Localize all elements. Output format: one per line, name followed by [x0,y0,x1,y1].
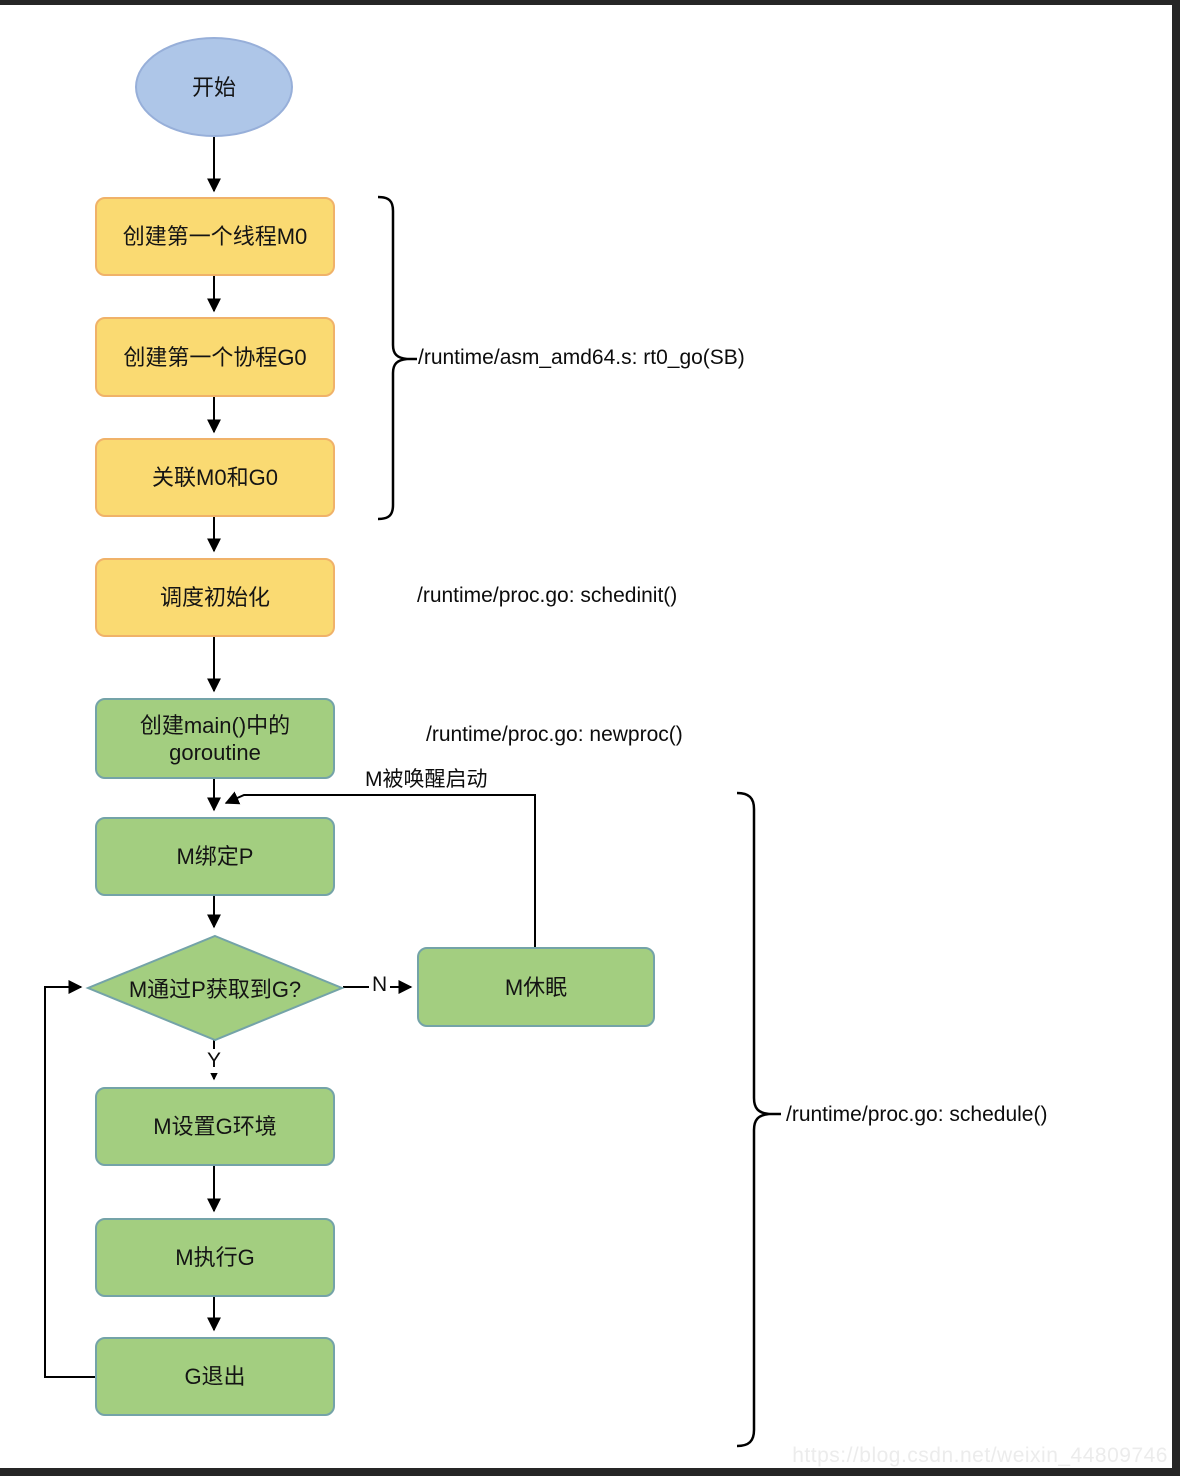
brace-schedule [736,791,770,1448]
arrow-g-exit-loop [44,980,95,1378]
node-set-g-env-label: M设置G环境 [153,1114,277,1139]
node-g-exit-label: G退出 [184,1364,246,1389]
frame-edge-right [1172,0,1180,1476]
annotation-schedinit: /runtime/proc.go: schedinit() [417,584,678,607]
node-create-main-goroutine-line1: 创建main()中的 [139,712,291,738]
node-sched-init: 调度初始化 [95,558,335,637]
arrow-wakeup-return [224,791,536,947]
node-link-m0-g0-label: 关联M0和G0 [152,465,278,490]
node-create-g0: 创建第一个协程G0 [95,317,335,397]
node-m-sleep: M休眠 [417,947,655,1027]
watermark-url: https://blog.csdn.net/weixin_44809746 [792,1444,1168,1467]
node-create-main-goroutine-line2: goroutine [169,739,261,765]
annotation-rt0-go: /runtime/asm_amd64.s: rt0_go(SB) [418,346,745,369]
node-sched-init-label: 调度初始化 [159,585,270,610]
branch-label-yes: Y [204,1049,225,1073]
node-create-m0-label: 创建第一个线程M0 [122,224,308,249]
node-g-exit: G退出 [95,1337,335,1416]
node-set-g-env: M设置G环境 [95,1087,335,1166]
node-create-m0: 创建第一个线程M0 [95,197,335,276]
decision-get-g: M通过P获取到G? [87,962,343,1014]
annotation-newproc: /runtime/proc.go: newproc() [426,723,683,746]
node-start-label: 开始 [191,74,236,100]
node-m-sleep-label: M休眠 [504,974,568,1000]
node-start: 开始 [135,37,293,137]
decision-get-g-label: M通过P获取到G? [128,977,302,1002]
annotation-schedule: /runtime/proc.go: schedule() [786,1103,1048,1126]
node-run-g-label: M执行G [175,1245,255,1270]
brace-rt0-go [377,195,408,521]
node-create-main-goroutine: 创建main()中的 goroutine [95,698,335,779]
frame-edge-bottom [0,1468,1180,1476]
node-create-g0-label: 创建第一个协程G0 [123,344,307,370]
node-bind-p: M绑定P [95,817,335,896]
frame-edge-top [0,0,1180,5]
branch-label-no: N [369,973,391,997]
node-bind-p-label: M绑定P [176,844,254,869]
edge-label-wakeup: M被唤醒启动 [365,768,488,791]
decision-diamond-shape [85,934,345,1042]
node-run-g: M执行G [95,1218,335,1297]
node-link-m0-g0: 关联M0和G0 [95,438,335,517]
